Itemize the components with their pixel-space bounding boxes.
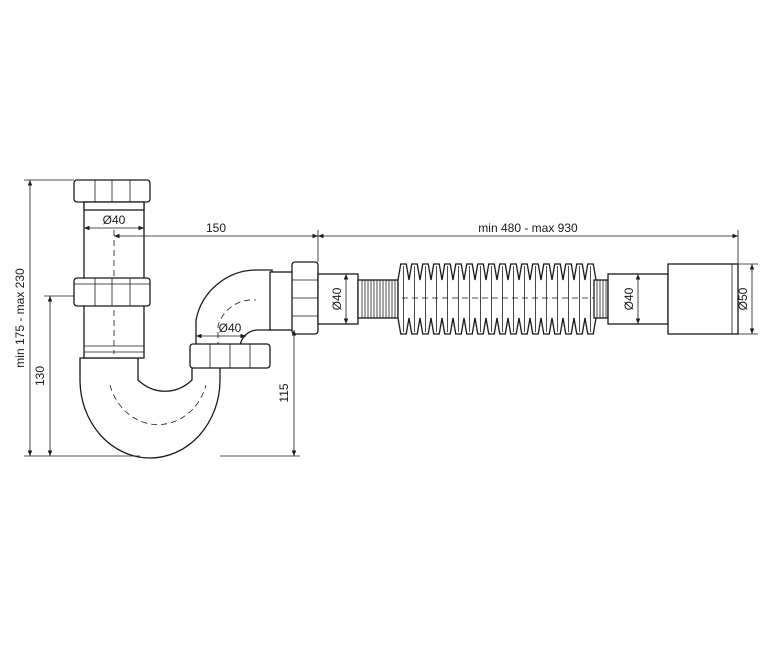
outlet-height-label: 115 xyxy=(277,383,291,402)
lower-branch-nut xyxy=(189,343,271,369)
coupling xyxy=(269,261,359,335)
branch-diameter-label: Ø40 xyxy=(219,321,242,335)
top-nut xyxy=(73,179,151,211)
hose-length-label: min 480 - max 930 xyxy=(478,221,578,235)
dimension-trap-height: 130 xyxy=(33,295,74,456)
u-trap-bend xyxy=(79,347,221,459)
dimension-horizontal-offset: 150 xyxy=(114,221,319,262)
dimension-inlet-diameter: Ø40 xyxy=(84,213,144,231)
inlet-diameter-label: Ø40 xyxy=(103,213,126,227)
nut-outlet-diameter-label: Ø40 xyxy=(330,287,344,310)
outlet-sleeve xyxy=(667,263,739,335)
middle-nut xyxy=(73,277,151,307)
threaded-section-left xyxy=(357,279,399,319)
dimension-outlet-diameter: Ø50 xyxy=(736,263,758,335)
overall-height-label: min 175 - max 230 xyxy=(13,268,27,368)
dimension-hose-end-diameter: Ø40 xyxy=(622,274,641,324)
dimension-overall-height: min 175 - max 230 xyxy=(13,179,140,457)
horizontal-offset-label: 150 xyxy=(206,221,226,235)
dimension-branch-diameter: Ø40 xyxy=(196,321,246,339)
trap-height-label: 130 xyxy=(33,366,47,386)
outlet-diameter-label: Ø50 xyxy=(736,287,750,310)
dimension-outlet-height: 115 xyxy=(220,330,300,457)
corrugated-hose xyxy=(397,263,597,335)
dimension-nut-outlet-diameter: Ø40 xyxy=(330,274,349,324)
hose-end-diameter-label: Ø40 xyxy=(622,287,636,310)
dimension-hose-length: min 480 - max 930 xyxy=(318,221,739,264)
